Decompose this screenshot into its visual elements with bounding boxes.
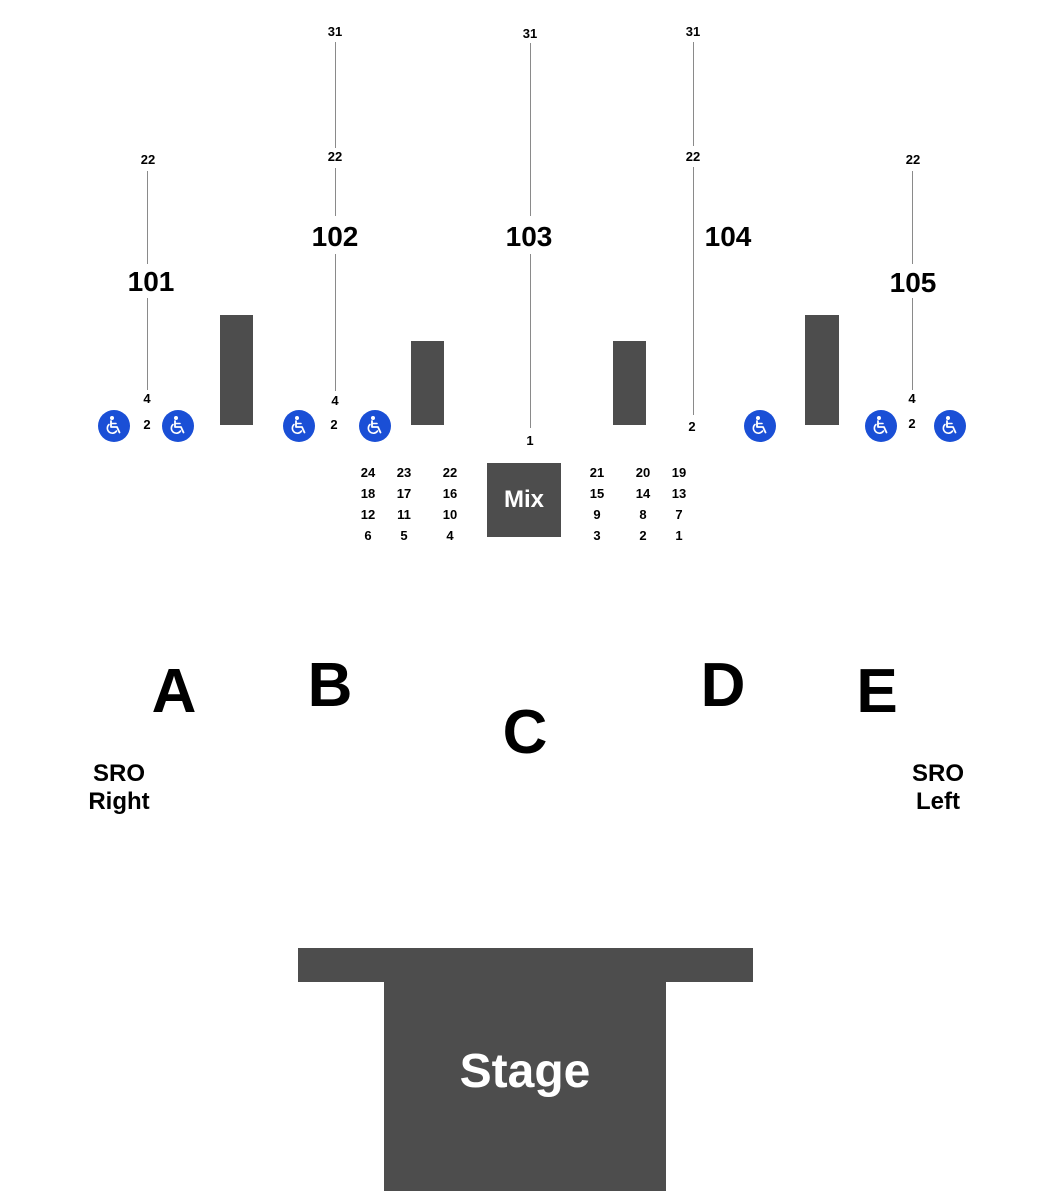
mix-seat[interactable]: 5 [400, 528, 408, 543]
section-104-row-label-top: 31 [685, 24, 701, 39]
mix-seat[interactable]: 2 [639, 528, 647, 543]
mix-seat[interactable]: 12 [360, 507, 376, 522]
mix-seat[interactable]: 6 [364, 528, 372, 543]
mix-seat[interactable]: 19 [671, 465, 687, 480]
section-105-row-label-bottom: 2 [908, 416, 916, 431]
wheelchair-icon[interactable] [744, 410, 776, 442]
pillar-2 [411, 341, 444, 425]
sro-right-line2: Right [88, 788, 150, 815]
section-103-aisle-line-upper [530, 43, 531, 216]
section-102-aisle-line-lower [335, 254, 336, 391]
mix-seat[interactable]: 1 [675, 528, 683, 543]
floor-section-b[interactable]: B [307, 651, 353, 720]
section-101-row-label-top: 22 [140, 152, 156, 167]
mix-position[interactable]: Mix [487, 463, 561, 537]
mix-seat[interactable]: 4 [446, 528, 454, 543]
section-105-row-label-top: 22 [905, 152, 921, 167]
sro-left-line1: SRO [911, 760, 965, 787]
sro-left[interactable]: SRO Left [912, 760, 964, 816]
section-105-aisle-line-lower [912, 298, 913, 390]
section-104-row-label-bottom: 2 [688, 419, 696, 434]
section-104-label[interactable]: 104 [704, 221, 752, 252]
section-103-row-label-top: 31 [522, 26, 538, 41]
mix-seat[interactable]: 22 [442, 465, 458, 480]
mix-seat[interactable]: 17 [396, 486, 412, 501]
section-104-aisle-line-lower [693, 167, 694, 415]
section-101-label[interactable]: 101 [127, 266, 175, 297]
stage-front-apron [298, 948, 753, 982]
mix-seat[interactable]: 16 [442, 486, 458, 501]
wheelchair-icon[interactable] [98, 410, 130, 442]
mix-seat[interactable]: 13 [671, 486, 687, 501]
stage-label: Stage [459, 1044, 591, 1098]
mix-seat[interactable]: 10 [442, 507, 458, 522]
mix-seat[interactable]: 21 [589, 465, 605, 480]
section-105-aisle-line-upper [912, 171, 913, 264]
section-104-aisle-line-top [693, 42, 694, 146]
section-102-row-label-mid: 4 [331, 393, 339, 408]
sro-left-line2: Left [915, 788, 960, 815]
section-101-row-label-mid: 4 [143, 391, 151, 406]
section-102-label[interactable]: 102 [311, 221, 359, 252]
sro-right[interactable]: SRO Right [88, 760, 149, 816]
pillar-1 [220, 315, 253, 425]
mix-seat[interactable]: 14 [635, 486, 651, 501]
mix-seat[interactable]: 3 [593, 528, 601, 543]
section-102-aisle-line-upper [335, 168, 336, 216]
mix-seat[interactable]: 24 [360, 465, 376, 480]
mix-seat[interactable]: 23 [396, 465, 412, 480]
floor-section-a[interactable]: A [151, 657, 197, 726]
wheelchair-icon[interactable] [162, 410, 194, 442]
section-102-row-label-bottom: 2 [330, 417, 338, 432]
wheelchair-icon[interactable] [359, 410, 391, 442]
section-102-row-label-upper: 22 [327, 149, 343, 164]
sro-right-line1: SRO [92, 760, 145, 787]
pillar-4 [805, 315, 839, 425]
wheelchair-icon[interactable] [865, 410, 897, 442]
floor-section-c[interactable]: C [502, 698, 548, 767]
section-101-aisle-line-upper [147, 171, 148, 264]
section-103-label[interactable]: 103 [505, 221, 553, 252]
section-101-aisle-line-lower [147, 298, 148, 390]
pillar-3 [613, 341, 646, 425]
section-102-aisle-line-top [335, 42, 336, 148]
wheelchair-icon[interactable] [283, 410, 315, 442]
mix-seat[interactable]: 18 [360, 486, 376, 501]
section-103-aisle-line-lower [530, 254, 531, 428]
floor-section-e[interactable]: E [856, 657, 898, 726]
wheelchair-icon[interactable] [934, 410, 966, 442]
stage: Stage [384, 981, 666, 1191]
section-102-row-label-top: 31 [327, 24, 343, 39]
section-101-row-label-bottom: 2 [143, 417, 151, 432]
mix-seat[interactable]: 9 [593, 507, 601, 522]
mix-seat[interactable]: 11 [397, 507, 411, 522]
section-104-row-label-upper: 22 [685, 149, 701, 164]
floor-section-d[interactable]: D [700, 651, 746, 720]
mix-seat[interactable]: 7 [675, 507, 683, 522]
section-105-row-label-mid: 4 [908, 391, 916, 406]
section-105-label[interactable]: 105 [889, 267, 937, 298]
mix-seat[interactable]: 15 [589, 486, 605, 501]
mix-seat[interactable]: 20 [635, 465, 651, 480]
section-103-row-label-bottom: 1 [526, 433, 534, 448]
mix-seat[interactable]: 8 [639, 507, 647, 522]
